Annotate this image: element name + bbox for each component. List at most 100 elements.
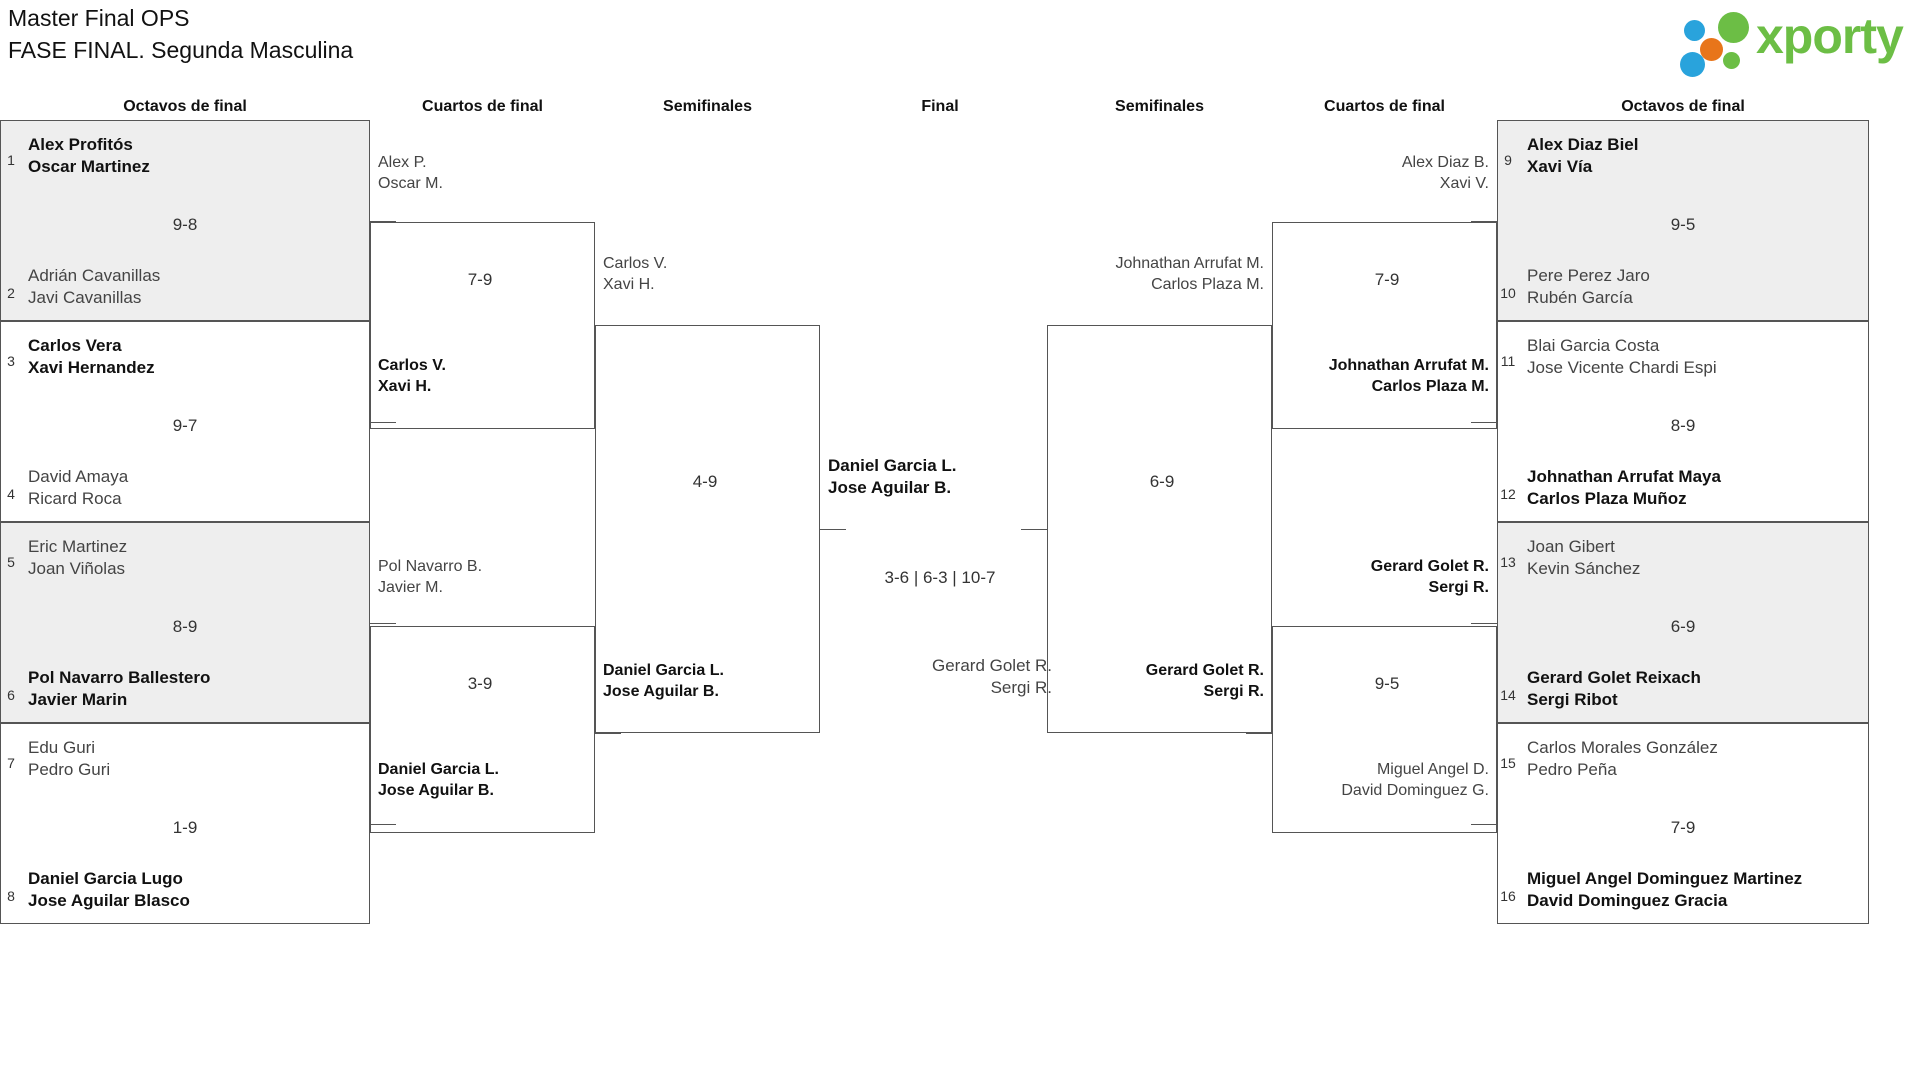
match-score: 7-9 [1374,270,1400,289]
player-name-1: Gerard Golet R. [932,656,1052,675]
final-score: 3-6 | 6-3 | 10-7 [884,568,996,587]
seed-number: 8 [7,888,15,904]
player-name-1: Johnathan Arrufat M. [1328,357,1489,374]
player-pair: Miguel Angel Dominguez Martinez David Do… [1527,868,1802,912]
player-name-1: Daniel Garcia L. [378,761,499,778]
player-name-1: Pol Navarro Ballestero [28,668,211,687]
match-score: 6-9 [1149,472,1175,491]
connector-line [370,623,396,624]
player-pair: Pere Perez Jaro Rubén García [1527,265,1650,309]
player-pair: Joan Gibert Kevin Sánchez [1527,536,1640,580]
seed-number: 16 [1500,888,1516,904]
player-pair: Gerard Golet R. Sergi R. [1047,660,1264,702]
connector-line [370,221,396,222]
player-name-1: Gerard Golet R. [1370,558,1489,575]
match-score: 7-9 [1670,818,1696,837]
seed-number: 10 [1500,285,1516,301]
match-box-r-sf[interactable] [1047,325,1272,733]
player-pair: Pol Navarro B. Javier M. [378,556,482,598]
player-name-2: Sergi Ribot [1527,690,1618,709]
match-score: 4-9 [692,472,718,491]
seed-number: 2 [7,285,15,301]
match-box-l-qf-1[interactable] [370,222,595,429]
round-title-final: Final [921,98,959,115]
player-name-1: Blai Garcia Costa [1527,336,1660,355]
player-name-1: Eric Martinez [28,537,128,556]
xporty-logo[interactable]: xporty [1678,6,1908,77]
player-name-1: Carlos V. [603,255,668,272]
player-name-2: Carlos Plaza M. [1371,378,1489,395]
connector-line [1471,824,1497,825]
match-box-l-oct-2[interactable] [0,321,370,522]
connector-line [595,325,621,326]
logo-dot-green-big [1718,12,1749,43]
player-pair: Adrián Cavanillas Javi Cavanillas [28,265,160,309]
seed-number: 7 [7,755,15,771]
player-name-1: Miguel Angel D. [1376,761,1489,778]
player-pair: Eric Martinez Joan Viñolas [28,536,127,580]
match-box-l-sf[interactable] [595,325,820,733]
seed-number: 3 [7,353,15,369]
player-name-2: Xavi Vía [1527,157,1593,176]
player-name-2: Jose Aguilar B. [828,478,952,497]
match-score: 9-7 [172,416,198,435]
player-name-2: Oscar Martinez [28,157,150,176]
player-name-2: Javier M. [378,579,443,596]
player-name-2: Xavi Hernandez [28,358,155,377]
player-pair: Pol Navarro Ballestero Javier Marin [28,667,210,711]
player-pair: Carlos Vera Xavi Hernandez [28,335,155,379]
final-runnerup-pair: Gerard Golet R. Sergi R. [820,655,1052,699]
player-name-1: Alex Diaz B. [1401,154,1489,171]
logo-dot-blue-bottom [1680,52,1705,77]
match-score: 1-9 [172,818,198,837]
seed-number: 1 [7,152,15,168]
player-pair: Carlos V. Xavi H. [378,355,446,397]
logo-wordmark: xporty [1756,8,1904,64]
seed-number: 14 [1500,687,1516,703]
match-box-l-qf-2[interactable] [370,626,595,833]
match-box-l-oct-1[interactable] [0,120,370,321]
player-name-2: Xavi H. [603,276,655,293]
player-name-1: Gerard Golet R. [1145,662,1264,679]
connector-line [1246,325,1272,326]
player-pair: Alex Diaz B. Xavi V. [1272,152,1489,194]
logo-dot-orange [1700,38,1723,61]
player-pair: Johnathan Arrufat M. Carlos Plaza M. [1047,253,1264,295]
connector-line [1471,422,1497,423]
match-box-l-oct-3[interactable] [0,522,370,723]
connector-line [1246,733,1272,734]
match-box-r-qf-2[interactable] [1272,626,1497,833]
match-box-r-oct-3[interactable] [1497,522,1869,723]
player-name-2: Pedro Peña [1527,760,1617,779]
match-box-l-oct-4[interactable] [0,723,370,924]
player-name-2: Sergi R. [1203,683,1264,700]
match-box-r-qf-1[interactable] [1272,222,1497,429]
player-name-1: Alex Diaz Biel [1527,135,1639,154]
player-name-1: Daniel Garcia L. [828,456,957,475]
player-pair: Carlos Morales González Pedro Peña [1527,737,1718,781]
round-title-octavos-right: Octavos de final [1621,98,1745,115]
player-name-2: Jose Aguilar Blasco [28,891,190,910]
final-winner-pair: Daniel Garcia L. Jose Aguilar B. [828,455,957,499]
match-box-r-oct-4[interactable] [1497,723,1869,924]
player-name-2: Ricard Roca [28,489,122,508]
player-pair: Daniel Garcia Lugo Jose Aguilar Blasco [28,868,190,912]
match-box-r-oct-1[interactable] [1497,120,1869,321]
player-name-2: Jose Aguilar B. [378,782,494,799]
seed-number: 6 [7,687,15,703]
player-name-2: Javi Cavanillas [28,288,142,307]
player-name-2: Rubén García [1527,288,1633,307]
player-pair: Gerard Golet Reixach Sergi Ribot [1527,667,1701,711]
connector-line [1471,623,1497,624]
round-title-cuartos-left: Cuartos de final [422,98,543,115]
round-title-cuartos-right: Cuartos de final [1324,98,1445,115]
player-pair: Alex Diaz Biel Xavi Vía [1527,134,1639,178]
player-name-1: Joan Gibert [1527,537,1615,556]
player-name-1: David Amaya [28,467,129,486]
player-pair: Daniel Garcia L. Jose Aguilar B. [378,759,499,801]
seed-number: 9 [1504,152,1512,168]
player-name-1: Daniel Garcia L. [603,662,724,679]
match-box-r-oct-2[interactable] [1497,321,1869,522]
player-name-2: Carlos Plaza Muñoz [1527,489,1687,508]
match-score: 9-5 [1374,674,1400,693]
